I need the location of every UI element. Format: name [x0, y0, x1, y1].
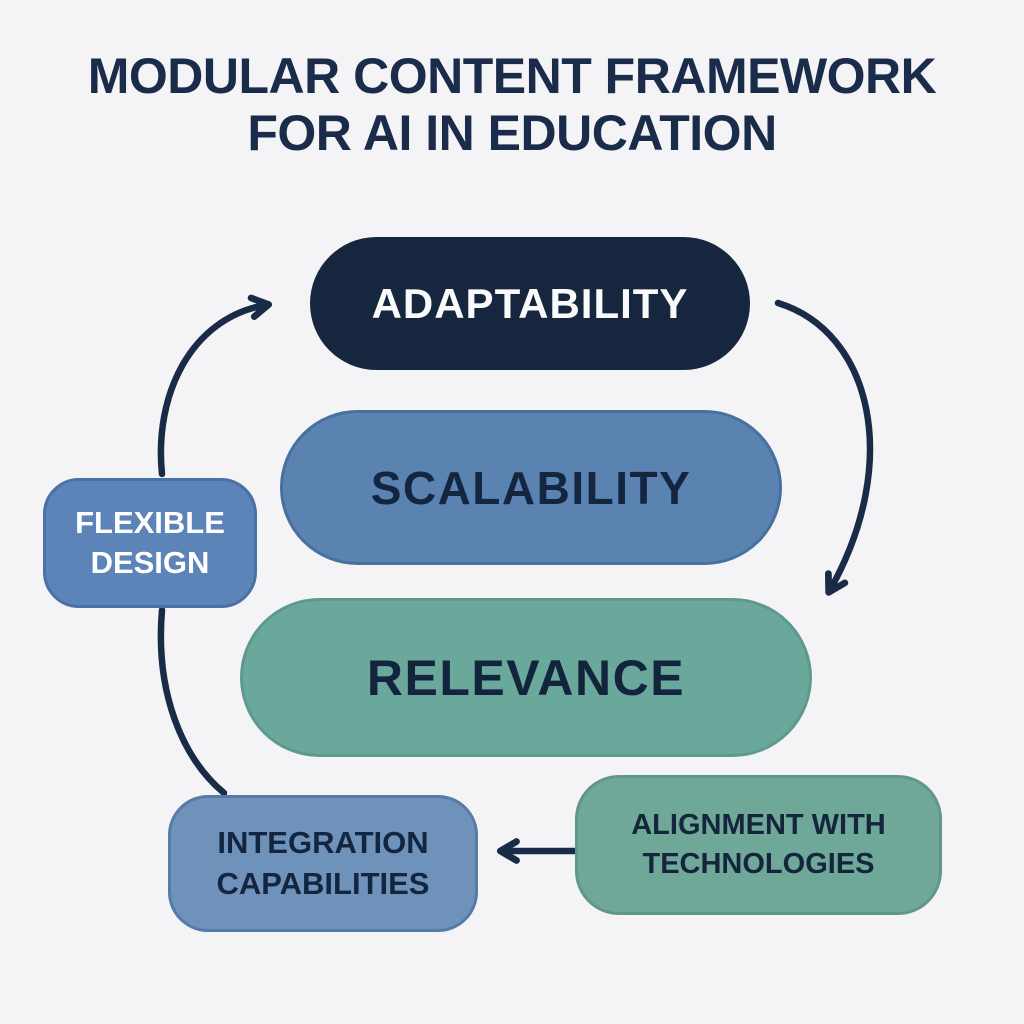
page-title-line1: MODULAR CONTENT FRAMEWORK [87, 48, 937, 104]
arrow-flexible-to-adaptability [157, 294, 273, 478]
node-integration-capabilities: INTEGRATION CAPABILITIES [168, 795, 478, 932]
arrow-adaptability-to-relevance [774, 299, 874, 596]
node-alignment-technologies: ALIGNMENT WITH TECHNOLOGIES [575, 775, 942, 915]
node-adaptability: ADAPTABILITY [310, 237, 750, 370]
page-title-line2: FOR AI IN EDUCATION [247, 104, 777, 161]
node-scalability: SCALABILITY [280, 410, 782, 565]
node-relevance: RELEVANCE [240, 598, 812, 757]
page-title: MODULAR CONTENT FRAMEWORK FOR AI IN EDUC… [0, 48, 1024, 161]
arrow-flexible-to-integration [157, 606, 228, 797]
node-flexible-design: FLEXIBLE DESIGN [43, 478, 257, 608]
